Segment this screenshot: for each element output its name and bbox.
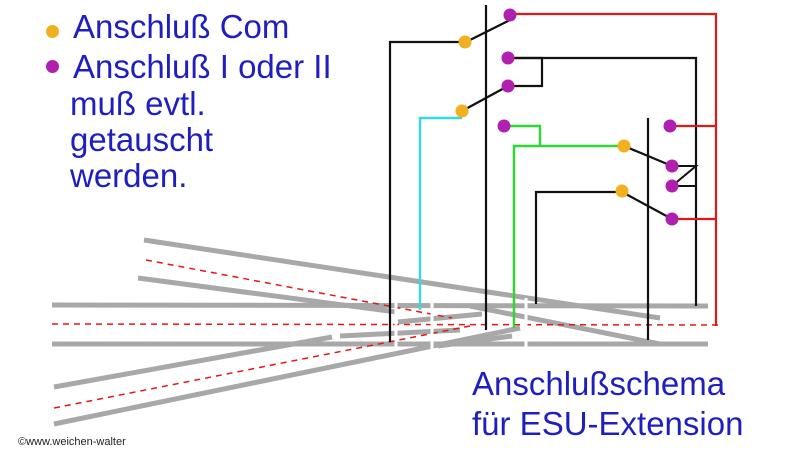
com-terminal-2	[455, 104, 469, 118]
wire-com1-feed	[388, 40, 466, 342]
rail-diverge-branch	[137, 275, 397, 315]
copyright-credit: ©www.weichen-walter	[18, 436, 126, 448]
diagram-caption: Anschlußschema für ESU-Extension	[472, 364, 743, 444]
red-wires	[510, 12, 718, 326]
wire-green	[504, 124, 624, 328]
wire-switch-3	[623, 144, 673, 168]
io-terminal-3	[501, 79, 515, 93]
rail-frog-a	[397, 311, 483, 325]
rail-diverge-upper	[143, 237, 661, 321]
com-terminals	[455, 35, 631, 198]
legend-com-label: Anschluß Com	[73, 7, 290, 45]
caption-line-2: für ESU-Extension	[472, 405, 744, 442]
rail-frog-b	[437, 333, 513, 349]
insulation-gaps	[394, 298, 528, 350]
black-wires	[388, 5, 698, 342]
legend-io: Anschluß I oder II	[40, 46, 332, 86]
com-dot-icon	[46, 24, 59, 38]
centerline-diverge-lower	[53, 325, 471, 409]
com-terminal-3	[617, 139, 631, 153]
centerline-diverge-upper	[145, 259, 453, 319]
io-terminal-1	[503, 8, 517, 22]
io-terminal-4	[497, 119, 511, 133]
io-terminal-6	[665, 159, 679, 173]
legend-note-line-1: muß evtl.	[70, 85, 206, 122]
rail-straight-upper	[51, 302, 709, 309]
com-terminal-4	[615, 184, 629, 198]
io-terminals	[497, 8, 679, 226]
io-dot-icon	[46, 59, 59, 73]
legend-note-line-2: getauscht	[70, 121, 214, 158]
legend-io-label: Anschluß I oder II	[73, 47, 332, 85]
io-terminal-5	[663, 119, 677, 133]
centerline-straight	[51, 323, 719, 326]
wire-switch-4	[621, 191, 673, 220]
com-terminal-1	[458, 35, 472, 49]
io-terminal-7	[665, 179, 679, 193]
legend-note: muß evtl. getauscht werden.	[70, 86, 332, 194]
wire-cyan	[418, 116, 462, 310]
legend-note-line-3: werden.	[70, 157, 188, 194]
io-terminal-2	[501, 51, 515, 65]
wire-red-loop	[510, 12, 718, 326]
rail-diverge-lower-a	[53, 334, 333, 390]
caption-line-1: Anschlußschema	[472, 365, 726, 402]
wire-contact-3-bus	[508, 56, 544, 88]
track-centerlines	[51, 259, 719, 409]
wire-contact-bus	[669, 165, 699, 187]
wire-switch-1	[465, 19, 511, 43]
rail-switch-tip	[469, 303, 661, 347]
wire-switch-2	[461, 85, 509, 112]
legend: Anschluß Com Anschluß I oder II muß evtl…	[40, 6, 332, 194]
rail-closure	[339, 327, 461, 339]
io-terminal-8	[665, 212, 679, 226]
track-rails	[51, 237, 709, 427]
legend-com: Anschluß Com	[40, 6, 332, 46]
wire-contact-2	[508, 56, 698, 306]
wire-com4-feed	[534, 190, 622, 304]
